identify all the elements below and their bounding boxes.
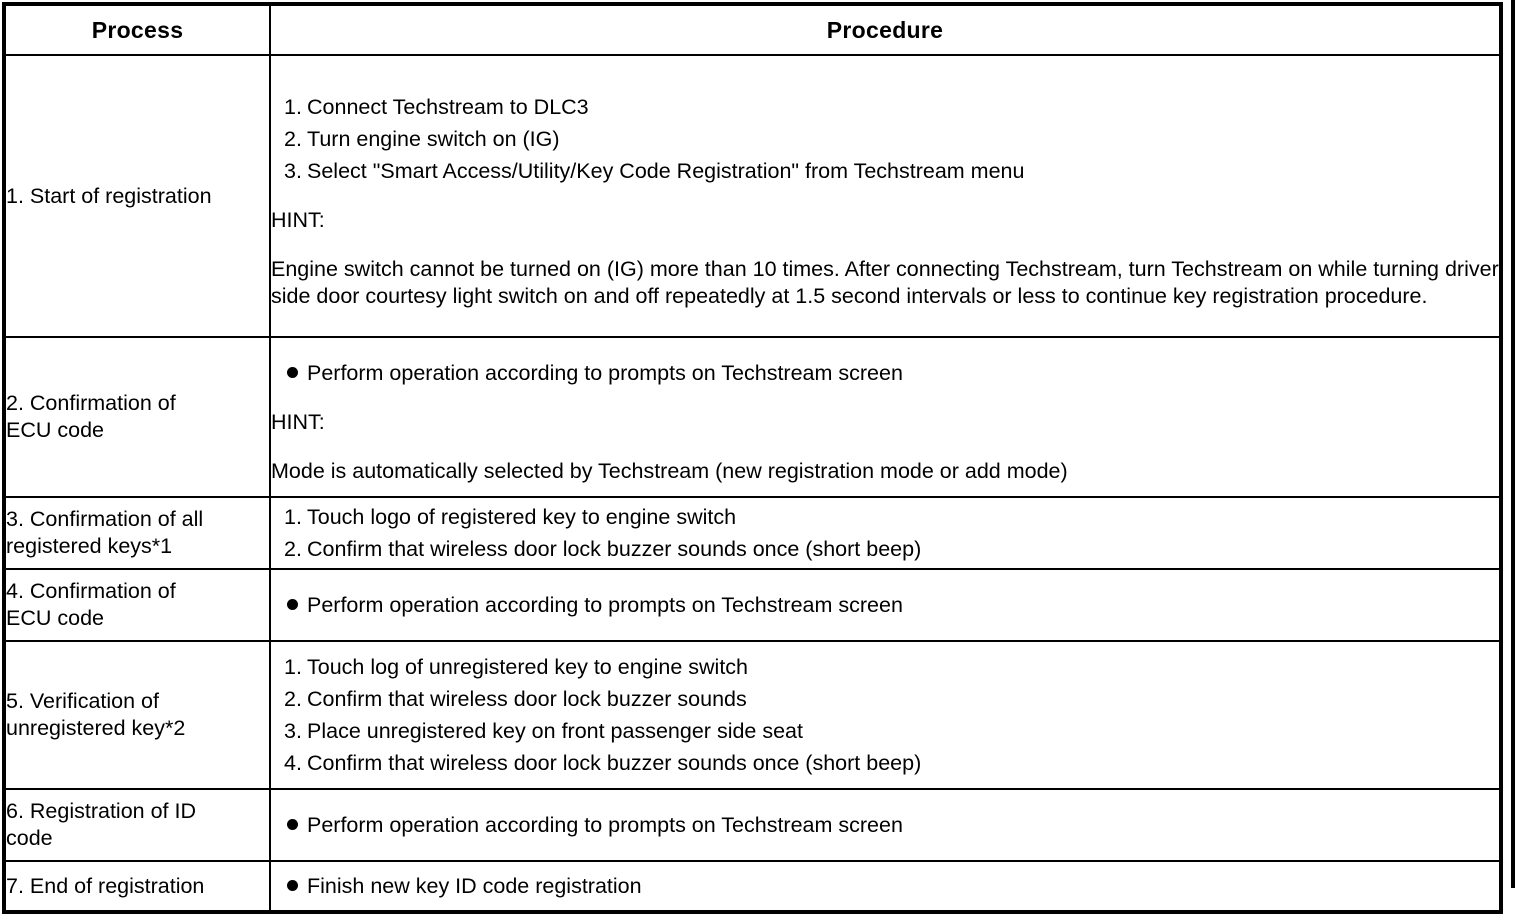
list-item: Perform operation according to prompts o… bbox=[271, 812, 1499, 839]
process-label-3: 3. Confirmation of all registered keys*1 bbox=[6, 507, 204, 558]
procedure-cell-3: 1. Touch logo of registered key to engin… bbox=[269, 496, 1502, 570]
list-item: Finish new key ID code registration bbox=[271, 873, 1499, 900]
table-body: 1. Start of registration 1. Connect Tech… bbox=[3, 54, 1502, 913]
table-header: Process Procedure bbox=[3, 3, 1502, 56]
bullet-icon bbox=[271, 360, 307, 387]
numbered-list-5: 1. Touch log of unregistered key to engi… bbox=[271, 654, 1499, 777]
list-item: 3. Place unregistered key on front passe… bbox=[271, 718, 1499, 745]
process-label-1: 1. Start of registration bbox=[6, 183, 212, 208]
process-cell-1: 1. Start of registration bbox=[3, 54, 271, 338]
list-item: 2. Turn engine switch on (IG) bbox=[271, 126, 1499, 153]
list-item-text: Touch log of unregistered key to engine … bbox=[307, 654, 749, 679]
header-row: Process Procedure bbox=[3, 3, 1502, 56]
process-label-6: 6. Registration of ID code bbox=[6, 799, 197, 850]
list-item-text: Confirm that wireless door lock buzzer s… bbox=[307, 686, 747, 711]
table-row: 4. Confirmation of ECU code Perform oper… bbox=[3, 568, 1502, 642]
list-number: 1. bbox=[284, 504, 302, 529]
column-header-procedure: Procedure bbox=[269, 3, 1502, 56]
list-item-text: Perform operation according to prompts o… bbox=[307, 592, 903, 617]
list-number: 2. bbox=[284, 127, 302, 151]
procedure-cell-5: 1. Touch log of unregistered key to engi… bbox=[269, 640, 1502, 790]
list-item: Perform operation according to prompts o… bbox=[271, 592, 1499, 619]
table-row: 2. Confirmation of ECU code Perform oper… bbox=[3, 336, 1502, 498]
process-cell-2: 2. Confirmation of ECU code bbox=[3, 336, 271, 498]
list-item: 1. Touch log of unregistered key to engi… bbox=[271, 654, 1499, 681]
hint-label-1: HINT: bbox=[271, 208, 325, 232]
list-item-text: Place unregistered key on front passenge… bbox=[307, 718, 803, 743]
hint-label-2: HINT: bbox=[271, 409, 325, 434]
procedure-cell-7: Finish new key ID code registration bbox=[269, 860, 1502, 913]
list-item: 1. Touch logo of registered key to engin… bbox=[271, 504, 1499, 531]
hint-body-2: Mode is automatically selected by Techst… bbox=[271, 458, 1068, 483]
procedure-cell-4: Perform operation according to prompts o… bbox=[269, 568, 1502, 642]
process-cell-4: 4. Confirmation of ECU code bbox=[3, 568, 271, 642]
process-cell-7: 7. End of registration bbox=[3, 860, 271, 913]
process-cell-5: 5. Verification of unregistered key*2 bbox=[3, 640, 271, 790]
process-cell-6: 6. Registration of ID code bbox=[3, 788, 271, 862]
list-item-text: Confirm that wireless door lock buzzer s… bbox=[307, 536, 922, 561]
bullet-icon bbox=[271, 592, 307, 619]
hint-body-1: Engine switch cannot be turned on (IG) m… bbox=[271, 257, 1499, 308]
document-page: Process Procedure 1. Start of registrati… bbox=[0, 0, 1520, 888]
table-row: 5. Verification of unregistered key*2 1.… bbox=[3, 640, 1502, 790]
procedure-cell-1: 1. Connect Techstream to DLC3 2. Turn en… bbox=[269, 54, 1502, 338]
list-item: 1. Connect Techstream to DLC3 bbox=[271, 94, 1499, 121]
process-label-7: 7. End of registration bbox=[6, 873, 205, 898]
list-number: 4. bbox=[284, 750, 302, 775]
list-item-text: Connect Techstream to DLC3 bbox=[307, 95, 589, 119]
column-header-process: Process bbox=[3, 3, 271, 56]
table-row: 7. End of registration Finish new key ID… bbox=[3, 860, 1502, 913]
table-row: 1. Start of registration 1. Connect Tech… bbox=[3, 54, 1502, 338]
list-number: 2. bbox=[284, 536, 302, 561]
list-number: 1. bbox=[284, 654, 302, 679]
list-item: Perform operation according to prompts o… bbox=[271, 360, 1499, 387]
list-item-text: Perform operation according to prompts o… bbox=[307, 812, 903, 837]
bullet-list-7: Finish new key ID code registration bbox=[271, 873, 1499, 900]
list-number: 2. bbox=[284, 686, 302, 711]
process-label-2: 2. Confirmation of ECU code bbox=[6, 391, 176, 442]
table-row: 3. Confirmation of all registered keys*1… bbox=[3, 496, 1502, 570]
list-item: 2. Confirm that wireless door lock buzze… bbox=[271, 686, 1499, 713]
bullet-icon bbox=[271, 873, 307, 900]
bullet-list-2: Perform operation according to prompts o… bbox=[271, 360, 1499, 387]
list-item: 3. Select "Smart Access/Utility/Key Code… bbox=[271, 158, 1499, 185]
procedure-cell-6: Perform operation according to prompts o… bbox=[269, 788, 1502, 862]
list-item-text: Select "Smart Access/Utility/Key Code Re… bbox=[307, 159, 1025, 183]
list-item: 2. Confirm that wireless door lock buzze… bbox=[271, 536, 1499, 563]
numbered-list-1: 1. Connect Techstream to DLC3 2. Turn en… bbox=[271, 94, 1499, 185]
bullet-list-6: Perform operation according to prompts o… bbox=[271, 812, 1499, 839]
list-number: 3. bbox=[284, 159, 302, 183]
bullet-icon bbox=[271, 812, 307, 839]
bullet-list-4: Perform operation according to prompts o… bbox=[271, 592, 1499, 619]
procedure-cell-2: Perform operation according to prompts o… bbox=[269, 336, 1502, 498]
list-item-text: Turn engine switch on (IG) bbox=[307, 127, 560, 151]
list-number: 1. bbox=[284, 95, 302, 119]
list-item-text: Perform operation according to prompts o… bbox=[307, 360, 903, 385]
list-item-text: Confirm that wireless door lock buzzer s… bbox=[307, 750, 922, 775]
list-number: 3. bbox=[284, 718, 302, 743]
list-item: 4. Confirm that wireless door lock buzze… bbox=[271, 750, 1499, 777]
process-label-4: 4. Confirmation of ECU code bbox=[6, 579, 176, 630]
page-edge-rule bbox=[1511, 0, 1515, 888]
process-label-5: 5. Verification of unregistered key*2 bbox=[6, 689, 186, 740]
list-item-text: Finish new key ID code registration bbox=[307, 873, 642, 898]
table-row: 6. Registration of ID code Perform opera… bbox=[3, 788, 1502, 862]
numbered-list-3: 1. Touch logo of registered key to engin… bbox=[271, 504, 1499, 563]
process-cell-3: 3. Confirmation of all registered keys*1 bbox=[3, 496, 271, 570]
list-item-text: Touch logo of registered key to engine s… bbox=[307, 504, 737, 529]
